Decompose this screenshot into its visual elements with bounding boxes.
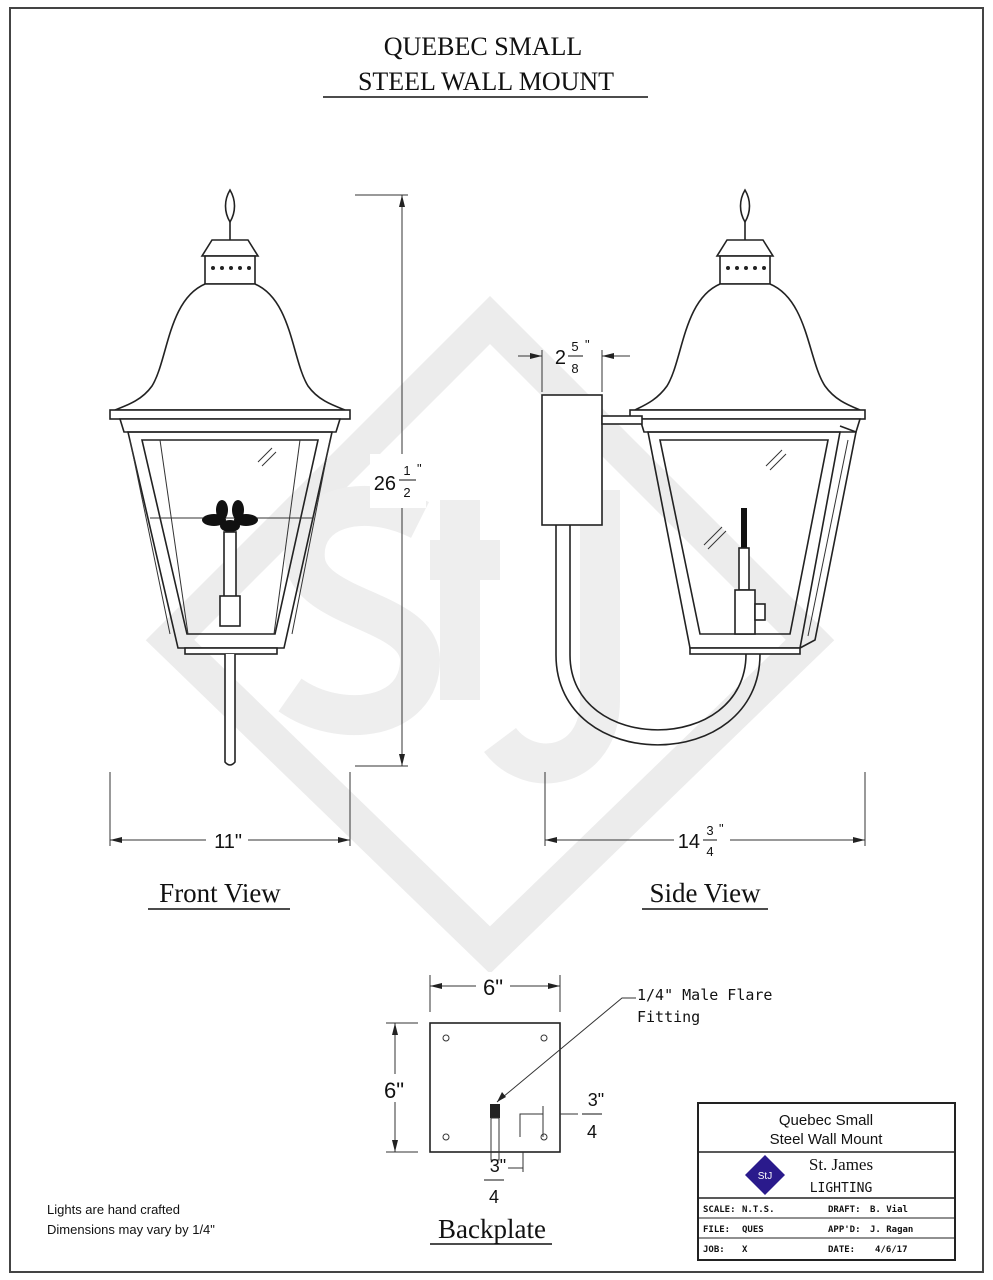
backplate-depth-den: 8	[571, 361, 578, 376]
depth-dim-den: 4	[706, 844, 713, 859]
side-view-lantern	[541, 188, 866, 746]
offset-right-num: 3"	[588, 1090, 604, 1110]
tb-product-line1: Quebec Small	[779, 1112, 873, 1129]
company-logo-icon: StJ	[745, 1155, 785, 1195]
depth-dim-num: 3	[706, 823, 713, 838]
offset-bottom-num: 3"	[490, 1156, 506, 1176]
note-hand-crafted: Lights are hand crafted	[47, 1202, 180, 1217]
width-dim-label: 11"	[214, 831, 242, 853]
tb-date-value: 4/6/17	[875, 1245, 908, 1255]
tb-draft-value: B. Vial	[870, 1204, 908, 1215]
flame-icon	[202, 500, 258, 532]
tb-job-value: X	[742, 1245, 748, 1255]
side-backplate-dimension: 2 5 8 "	[518, 337, 630, 392]
tb-draft-label: DRAFT:	[828, 1205, 861, 1215]
logo-text: StJ	[758, 1171, 772, 1182]
finial-icon	[739, 188, 751, 224]
title-line1: QUEBEC SMALL	[384, 32, 583, 61]
tb-file-label: FILE:	[703, 1225, 730, 1235]
finial-icon	[224, 188, 236, 224]
svg-text:": "	[585, 337, 590, 352]
offset-bottom-den: 4	[489, 1187, 499, 1207]
sheet-border	[9, 7, 984, 1273]
svg-text:": "	[719, 821, 724, 836]
tb-scale-value: N.T.S.	[742, 1205, 775, 1215]
tb-date-label: DATE:	[828, 1245, 855, 1255]
backplate-depth-num: 5	[571, 339, 578, 354]
tb-file-value: QUES	[742, 1225, 764, 1235]
offset-right-den: 4	[587, 1122, 597, 1142]
height-dim-num: 1	[403, 463, 410, 478]
title-line2: STEEL WALL MOUNT	[358, 67, 614, 96]
depth-dim-whole: 14	[678, 831, 700, 853]
tb-company: St. James	[809, 1155, 873, 1174]
tb-job-label: JOB:	[703, 1245, 725, 1255]
backplate-height-dim: 6"	[384, 1078, 404, 1103]
tb-scale-label: SCALE:	[703, 1205, 736, 1215]
height-dim-den: 2	[403, 485, 410, 500]
tb-appd-label: APP'D:	[828, 1225, 861, 1235]
side-view-label: Side View	[649, 878, 761, 908]
side-depth-dimension: 14 3 4 "	[544, 772, 866, 860]
fitting-callout-line1: 1/4" Male Flare	[637, 986, 772, 1004]
title-block: Quebec Small Steel Wall Mount StJ St. Ja…	[697, 1102, 956, 1261]
backplate-view: 6" 6" 3" 4 3" 4 1/4" Male Flare Fitting	[378, 972, 772, 1207]
tb-product-line2: Steel Wall Mount	[770, 1131, 884, 1148]
note-dimensions: Dimensions may vary by 1/4"	[47, 1222, 215, 1237]
backplate-label: Backplate	[438, 1214, 546, 1244]
front-view-lantern	[109, 188, 351, 766]
height-dim-whole: 26	[374, 473, 396, 495]
tb-appd-value: J. Ragan	[870, 1225, 913, 1235]
front-view-label: Front View	[159, 878, 281, 908]
backplate-depth-whole: 2	[555, 347, 566, 369]
front-height-dimension: 26 1 2 "	[355, 194, 426, 767]
tb-company-sub: LIGHTING	[810, 1181, 873, 1196]
front-width-dimension: 11"	[109, 772, 351, 853]
svg-text:": "	[417, 461, 422, 476]
backplate-width-dim: 6"	[483, 975, 503, 1000]
fitting-callout-line2: Fitting	[637, 1008, 700, 1026]
